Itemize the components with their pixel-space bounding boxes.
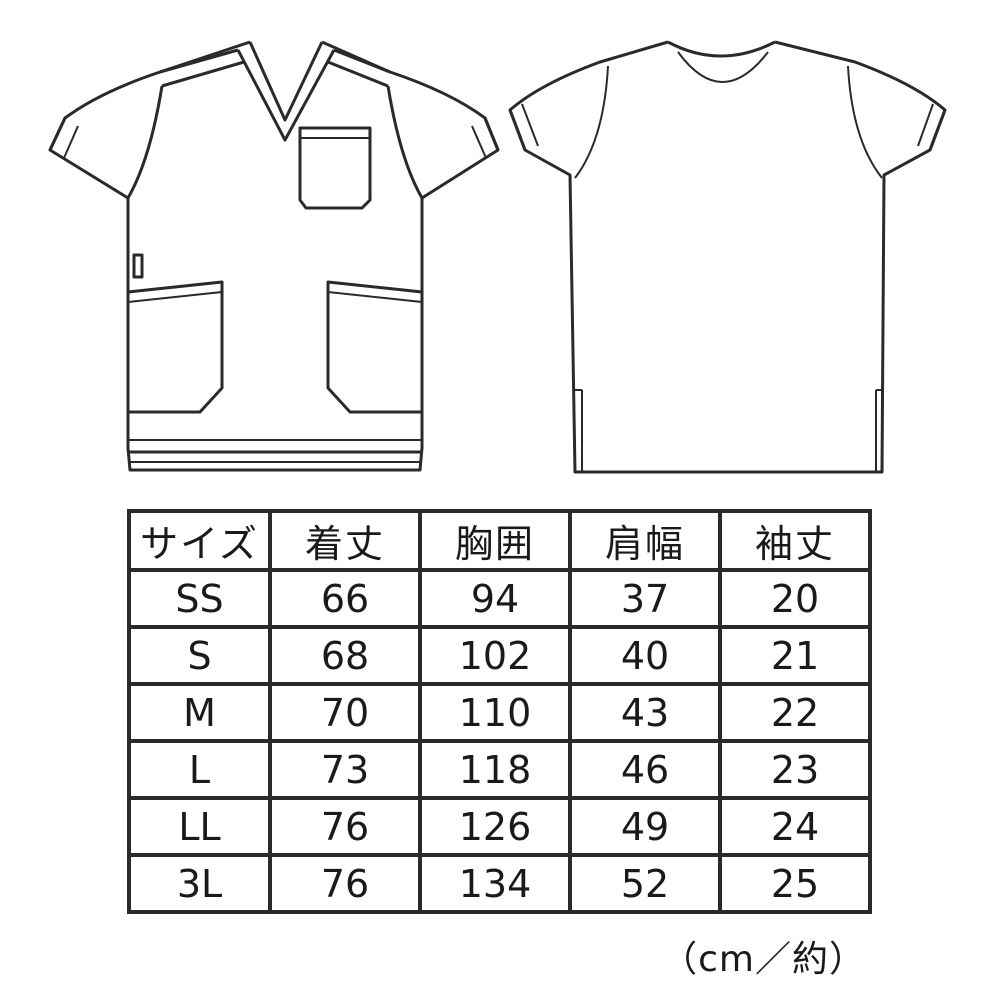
table-row: L 73 118 46 23 [127,739,872,800]
table-cell: 118 [418,739,572,800]
table-cell: 43 [568,682,722,743]
header-size: サイズ [127,509,272,572]
table-cell: 37 [568,568,722,629]
unit-note: （cm／約） [661,939,866,980]
table-row: LL 76 126 49 24 [127,796,872,857]
table-row: 3L 76 134 52 25 [127,853,872,914]
table-cell: 20 [718,568,872,629]
header-length: 着丈 [268,509,422,572]
table-cell: 25 [718,853,872,914]
table-cell: 23 [718,739,872,800]
header-chest: 胸囲 [418,509,572,572]
garment-illustrations [48,40,947,474]
table-header-row: サイズ 着丈 胸囲 肩幅 袖丈 [127,509,872,572]
table-cell: 73 [268,739,422,800]
table-cell: SS [127,568,272,629]
table-cell: 94 [418,568,572,629]
table-cell: 134 [418,853,572,914]
table-cell: 126 [418,796,572,857]
table-cell: 22 [718,682,872,743]
front-view-scrub-top [48,40,500,472]
table-cell: 66 [268,568,422,629]
table-cell: 76 [268,853,422,914]
table-cell: 24 [718,796,872,857]
header-sleeve: 袖丈 [718,509,872,572]
table-row: SS 66 94 37 20 [127,568,872,629]
table-cell: 102 [418,625,572,686]
table-cell: 46 [568,739,722,800]
table-cell: 40 [568,625,722,686]
table-cell: 52 [568,853,722,914]
table-row: S 68 102 40 21 [127,625,872,686]
table-cell: 3L [127,853,272,914]
table-cell: L [127,739,272,800]
table-cell: 21 [718,625,872,686]
back-view-scrub-top [508,40,947,474]
table-row: M 70 110 43 22 [127,682,872,743]
table-cell: 70 [268,682,422,743]
table-cell: 76 [268,796,422,857]
header-shoulder: 肩幅 [568,509,722,572]
table-cell: 110 [418,682,572,743]
size-table-container: サイズ 着丈 胸囲 肩幅 袖丈 SS 66 94 37 20 S 68 102 … [127,509,872,914]
size-table: サイズ 着丈 胸囲 肩幅 袖丈 SS 66 94 37 20 S 68 102 … [127,509,872,914]
table-cell: 68 [268,625,422,686]
table-cell: S [127,625,272,686]
table-cell: LL [127,796,272,857]
table-cell: 49 [568,796,722,857]
table-cell: M [127,682,272,743]
